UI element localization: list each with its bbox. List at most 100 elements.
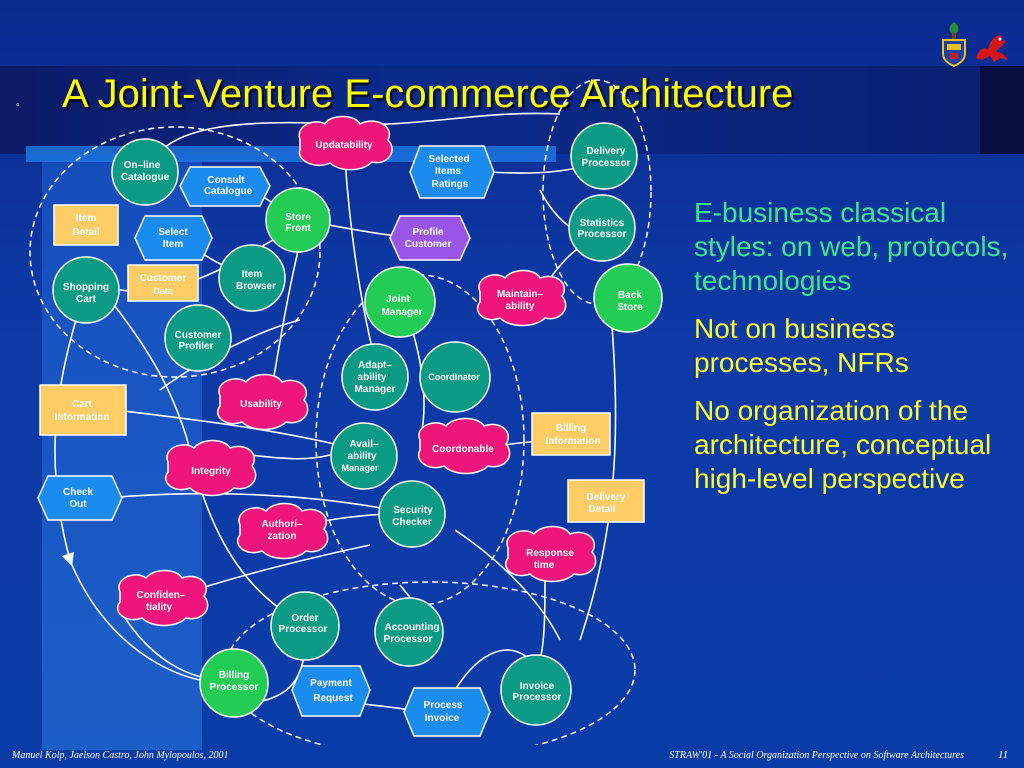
svg-text:Maintain–: Maintain– <box>497 289 544 300</box>
goal-selected-items-ratings: Selected Items Ratings <box>409 145 495 199</box>
svg-text:On–line: On–line <box>124 160 161 171</box>
goal-check-out: Check Out <box>37 475 123 521</box>
actors: On–line Catalogue Store Front Delivery P… <box>52 122 663 726</box>
svg-text:Usability: Usability <box>240 399 282 410</box>
svg-text:Store: Store <box>285 212 311 223</box>
softgoal-usability: Usability <box>217 373 309 431</box>
softgoal-confidentiality: Confiden– tiality <box>117 569 209 627</box>
svg-text:Item: Item <box>163 239 184 250</box>
actor-billing-processor: Billing Processor <box>199 648 269 718</box>
svg-text:Processor: Processor <box>578 229 627 240</box>
svg-text:ability: ability <box>506 301 535 312</box>
softgoal-authorization: Authori– zation <box>237 502 329 560</box>
svg-text:Process: Process <box>424 700 463 711</box>
svg-text:Delivery: Delivery <box>587 146 626 157</box>
billing-boundary <box>224 581 636 745</box>
svg-text:Items: Items <box>435 166 462 177</box>
dragon-logo-icon <box>976 35 1008 62</box>
svg-text:Processor: Processor <box>513 692 562 703</box>
svg-text:Store: Store <box>617 302 643 313</box>
svg-text:Manager: Manager <box>341 463 379 473</box>
svg-text:Detail: Detail <box>72 227 99 238</box>
actor-item-browser: Item Browser <box>218 244 286 312</box>
goal-profile-customer: Profile Customer <box>389 215 471 261</box>
svg-text:Detail: Detail <box>588 504 615 515</box>
svg-text:Ratings: Ratings <box>432 179 469 190</box>
svg-text:Select: Select <box>158 227 188 238</box>
actor-accounting-processor: Accounting Processor <box>374 597 444 667</box>
svg-text:Processor: Processor <box>582 158 631 169</box>
svg-text:Manager: Manager <box>381 307 422 318</box>
svg-text:Delivery: Delivery <box>587 492 626 503</box>
goal-consult-catalogue: Consult Catalogue <box>179 166 271 207</box>
svg-text:Response: Response <box>526 548 574 559</box>
university-crest-icon <box>942 22 966 68</box>
goal-payment-request: Payment Request <box>291 665 371 717</box>
svg-text:Processor: Processor <box>210 682 259 693</box>
page-number: 11 <box>998 749 1009 761</box>
svg-text:Coordinator: Coordinator <box>428 372 480 382</box>
actor-store-front: Store Front <box>265 187 331 253</box>
svg-text:ability: ability <box>358 372 387 383</box>
actor-customer-profiler: Customer Profiler <box>164 304 232 372</box>
softgoal-updatability: Updatability <box>298 115 393 171</box>
actor-adaptability-manager: Adapt– ability Manager <box>341 343 409 411</box>
actor-online-catalogue: On–line Catalogue <box>111 138 179 206</box>
softgoals: Updatability Maintain– ability Usability… <box>117 115 597 627</box>
slide-title: A Joint-Venture E-commerce Architecture <box>62 72 794 116</box>
svg-text:Catalogue: Catalogue <box>121 172 170 183</box>
svg-text:Out: Out <box>69 499 87 510</box>
resource-item-detail: Item Detail <box>53 204 119 246</box>
svg-text:Authori–: Authori– <box>261 519 303 530</box>
svg-text:Customer: Customer <box>175 330 222 341</box>
goals: Consult Catalogue Select Item Selected I… <box>37 145 495 737</box>
svg-text:Checker: Checker <box>392 517 432 528</box>
actor-invoice-processor: Invoice Processor <box>500 654 572 726</box>
actor-statistics-processor: Statistics Processor <box>568 194 636 262</box>
actor-shopping-cart: Shopping Cart <box>52 256 120 324</box>
svg-text:Accounting: Accounting <box>385 622 440 633</box>
svg-text:time: time <box>534 560 555 571</box>
svg-text:Customer: Customer <box>140 273 187 284</box>
svg-text:Security: Security <box>393 505 433 516</box>
svg-text:Confiden–: Confiden– <box>137 590 186 601</box>
svg-text:Selected: Selected <box>428 154 469 165</box>
svg-text:Billing: Billing <box>219 670 250 681</box>
svg-text:Order: Order <box>291 613 318 624</box>
footer-authors: Manuel Kolp, Jaelson Castro, John Mylopo… <box>12 750 229 761</box>
resource-billing-information: Billing Information <box>531 412 611 456</box>
svg-text:Cart: Cart <box>76 294 97 305</box>
svg-text:Coordonable: Coordonable <box>432 444 494 455</box>
svg-text:zation: zation <box>268 531 297 542</box>
actor-delivery-processor: Delivery Processor <box>570 122 638 190</box>
svg-text:Item: Item <box>76 213 97 224</box>
svg-text:Profiler: Profiler <box>178 341 213 352</box>
paragraph-web-styles: E-business classical styles: on web, pro… <box>694 197 1009 296</box>
svg-text:Processor: Processor <box>279 624 328 635</box>
svg-text:Avail–: Avail– <box>349 439 379 450</box>
actor-availability-manager: Avail– ability Manager <box>330 422 398 490</box>
softgoal-maintainability: Maintain– ability <box>476 269 567 327</box>
resources: Item Detail Customer Data Cart Informati… <box>39 204 645 523</box>
svg-text:Adapt–: Adapt– <box>358 360 392 371</box>
svg-text:Information: Information <box>55 412 110 423</box>
svg-text:Shopping: Shopping <box>63 282 109 293</box>
svg-text:Cart: Cart <box>72 399 93 410</box>
resource-delivery-detail: Delivery Detail <box>567 479 645 523</box>
softgoal-coordonable: Coordonable <box>417 417 511 475</box>
paragraph-business-processes: Not on business processes, NFRs <box>694 313 909 378</box>
store-front-boundary <box>29 126 321 378</box>
svg-text:Front: Front <box>285 223 311 234</box>
goal-process-invoice: Process Invoice <box>403 687 491 737</box>
actor-security-checker: Security Checker <box>378 480 446 548</box>
title-band <box>0 66 1024 154</box>
svg-text:Back: Back <box>618 290 642 301</box>
svg-text:Data: Data <box>153 286 174 296</box>
svg-text:Request: Request <box>313 693 353 704</box>
actor-order-processor: Order Processor <box>270 591 340 661</box>
resource-cart-information: Cart Information <box>39 384 127 436</box>
footer-conference: STRAW'01 - A Social Organization Perspec… <box>669 750 964 761</box>
svg-text:Catalogue: Catalogue <box>204 186 253 197</box>
title-bullet: ▫ <box>16 100 20 111</box>
svg-text:Invoice: Invoice <box>520 681 555 692</box>
